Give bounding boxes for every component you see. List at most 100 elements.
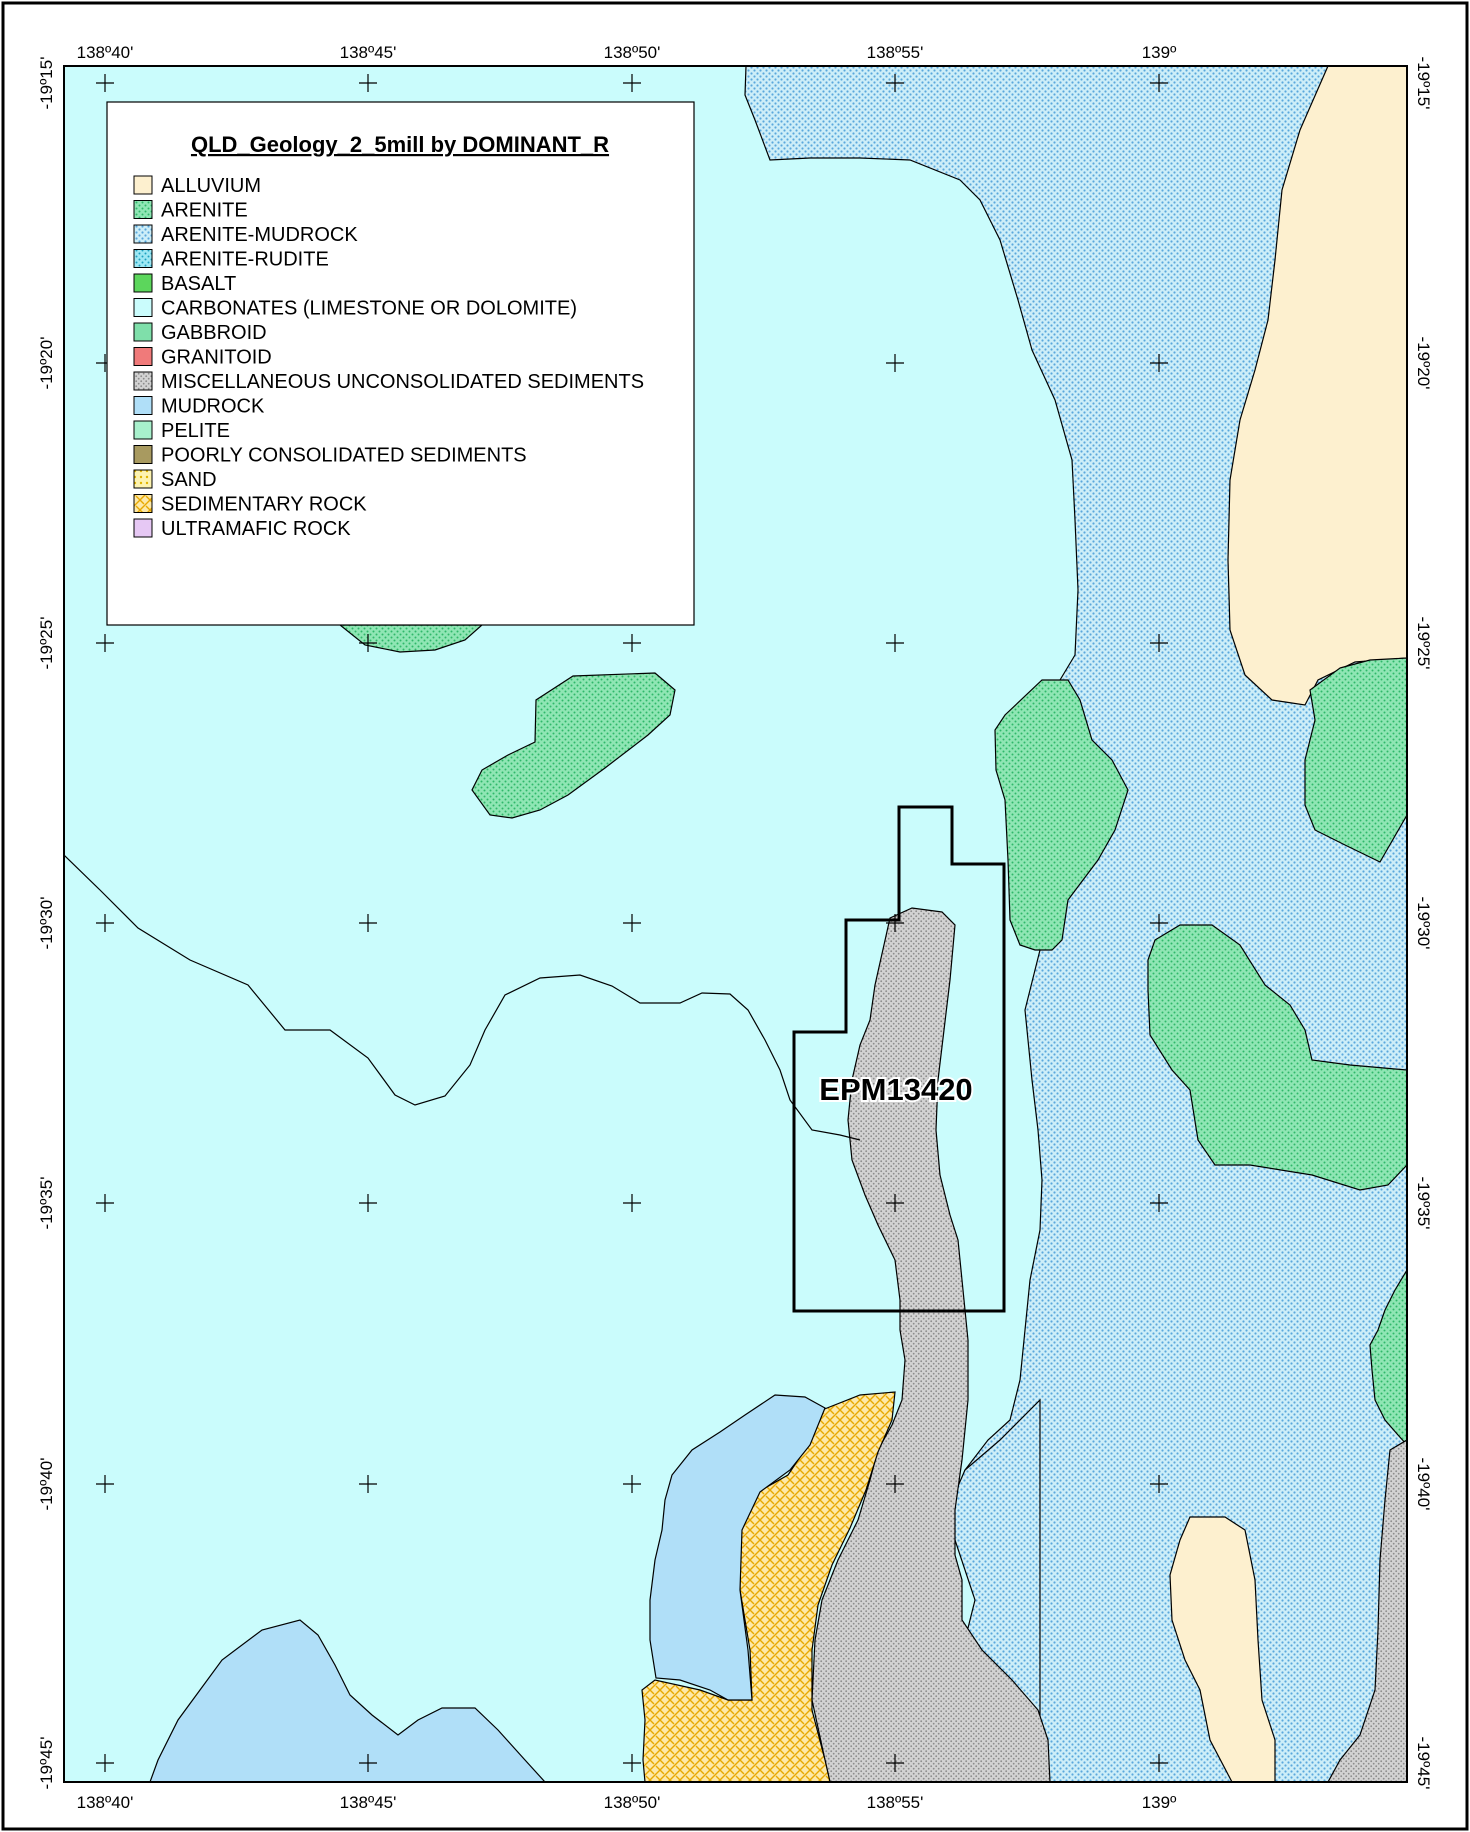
latitude-label-right: -19º30' [1414, 897, 1433, 950]
legend-swatch [133, 469, 153, 489]
longitude-label-top: 138º55' [867, 43, 924, 62]
legend-label: ULTRAMAFIC ROCK [161, 518, 351, 540]
legend-swatch [133, 175, 153, 195]
latitude-label-left: -19º25' [37, 617, 56, 670]
graticule-cross [623, 914, 641, 932]
longitude-label-bottom: 139º [1142, 1793, 1177, 1812]
map-border [63, 65, 1408, 1783]
geological-contact-line [64, 854, 861, 1141]
legend: QLD_Geology_2_5mill by DOMINANT_R ALLUVI… [106, 101, 695, 626]
graticule-cross [623, 1194, 641, 1212]
legend-swatch [133, 224, 153, 244]
legend-item: ULTRAMAFIC ROCK [133, 518, 351, 540]
misc-sediments-unit-southeast [1327, 1439, 1407, 1782]
graticule-cross [1150, 634, 1168, 652]
mudrock-unit-south-central [649, 1394, 826, 1701]
latitude-label-right: -19º25' [1414, 617, 1433, 670]
legend-label: POORLY CONSOLIDATED SEDIMENTS [161, 445, 527, 467]
longitude-label-top: 138º50' [604, 43, 661, 62]
longitude-label-bottom: 138º55' [867, 1793, 924, 1812]
latitude-label-right: -19º35' [1414, 1177, 1433, 1230]
latitude-label-left: -19º15' [37, 57, 56, 110]
legend-label: ARENITE-RUDITE [161, 249, 329, 271]
graticule-cross [359, 74, 377, 92]
gabbroid-unit-east-a [1304, 657, 1407, 863]
graticule-cross [886, 354, 904, 372]
latitude-label-left: -19º30' [37, 897, 56, 950]
legend-item: MISCELLANEOUS UNCONSOLIDATED SEDIMENTS [133, 371, 644, 393]
legend-title: QLD_Geology_2_5mill by DOMINANT_R [191, 132, 609, 157]
graticule-cross [96, 1194, 114, 1212]
graticule-cross [886, 74, 904, 92]
graticule-cross [623, 634, 641, 652]
legend-label: ALLUVIUM [161, 175, 261, 197]
legend-swatch [133, 445, 153, 464]
latitude-label-right: -19º45' [1414, 1737, 1433, 1790]
graticule-cross [886, 914, 904, 932]
graticule-cross [96, 74, 114, 92]
tenement-boundary [792, 805, 1006, 1313]
legend-swatch [133, 249, 153, 268]
graticule-cross [1150, 1754, 1168, 1772]
graticule-cross [886, 1754, 904, 1772]
arenite-unit-west [471, 672, 676, 819]
longitude-label-bottom: 138º50' [604, 1793, 661, 1812]
legend-swatch [133, 518, 153, 538]
legend-item: POORLY CONSOLIDATED SEDIMENTS [133, 445, 527, 467]
latitude-label-left: -19º40' [37, 1458, 56, 1511]
legend-swatch [133, 396, 153, 415]
legend-label: SAND [161, 469, 217, 491]
graticule-cross [359, 1475, 377, 1493]
legend-label: GRANITOID [161, 347, 272, 369]
legend-item: GABBROID [133, 322, 267, 344]
legend-swatch [133, 371, 153, 391]
legend-item: SAND [133, 469, 217, 491]
legend-label: MISCELLANEOUS UNCONSOLIDATED SEDIMENTS [161, 371, 644, 393]
gabbroid-unit-east-b [1147, 924, 1407, 1191]
legend-swatch [133, 200, 153, 219]
legend-item: PELITE [133, 420, 230, 442]
gabbroid-unit-east-c [1369, 1268, 1407, 1446]
legend-label: MUDROCK [161, 396, 265, 418]
longitude-labels: 138º40'138º40'138º45'138º45'138º50'138º5… [77, 43, 1177, 1812]
graticule-cross [359, 914, 377, 932]
latitude-label-right: -19º20' [1414, 337, 1433, 390]
legend-label: BASALT [161, 273, 236, 295]
legend-box [106, 101, 695, 626]
graticule-cross [886, 1475, 904, 1493]
gabbroid-unit-central [994, 679, 1129, 951]
legend-label: SEDIMENTARY ROCK [161, 494, 367, 516]
legend-item: GRANITOID [133, 347, 272, 369]
legend-swatch [133, 322, 153, 342]
graticule-cross [886, 1194, 904, 1212]
graticule-cross [623, 1475, 641, 1493]
graticule-cross [96, 1475, 114, 1493]
legend-item: ARENITE [133, 200, 248, 222]
mudrock-unit-southwest [149, 1619, 546, 1782]
tenement-label: EPM13420 [819, 1072, 972, 1107]
longitude-label-top: 138º45' [340, 43, 397, 62]
legend-label: ARENITE [161, 200, 248, 222]
legend-item: ARENITE-MUDROCK [133, 224, 358, 246]
latitude-label-left: -19º45' [37, 1737, 56, 1790]
legend-label: GABBROID [161, 322, 267, 344]
legend-item: SEDIMENTARY ROCK [133, 494, 367, 516]
legend-swatch [133, 494, 153, 513]
graticule-cross [886, 634, 904, 652]
legend-item: ALLUVIUM [133, 175, 261, 197]
legend-item: CARBONATES (LIMESTONE OR DOLOMITE) [133, 298, 577, 320]
graticule-cross [1150, 914, 1168, 932]
legend-label: ARENITE-MUDROCK [161, 224, 358, 246]
latitude-label-right: -19º15' [1414, 57, 1433, 110]
graticule-cross [359, 1194, 377, 1212]
graticule-cross [359, 1754, 377, 1772]
graticule-cross [96, 634, 114, 652]
legend-swatch [133, 298, 153, 317]
legend-item: ARENITE-RUDITE [133, 249, 329, 271]
graticule-cross [96, 914, 114, 932]
latitude-label-right: -19º40' [1414, 1458, 1433, 1511]
legend-item: BASALT [133, 273, 236, 295]
graticule-cross [1150, 74, 1168, 92]
longitude-label-top: 138º40' [77, 43, 134, 62]
